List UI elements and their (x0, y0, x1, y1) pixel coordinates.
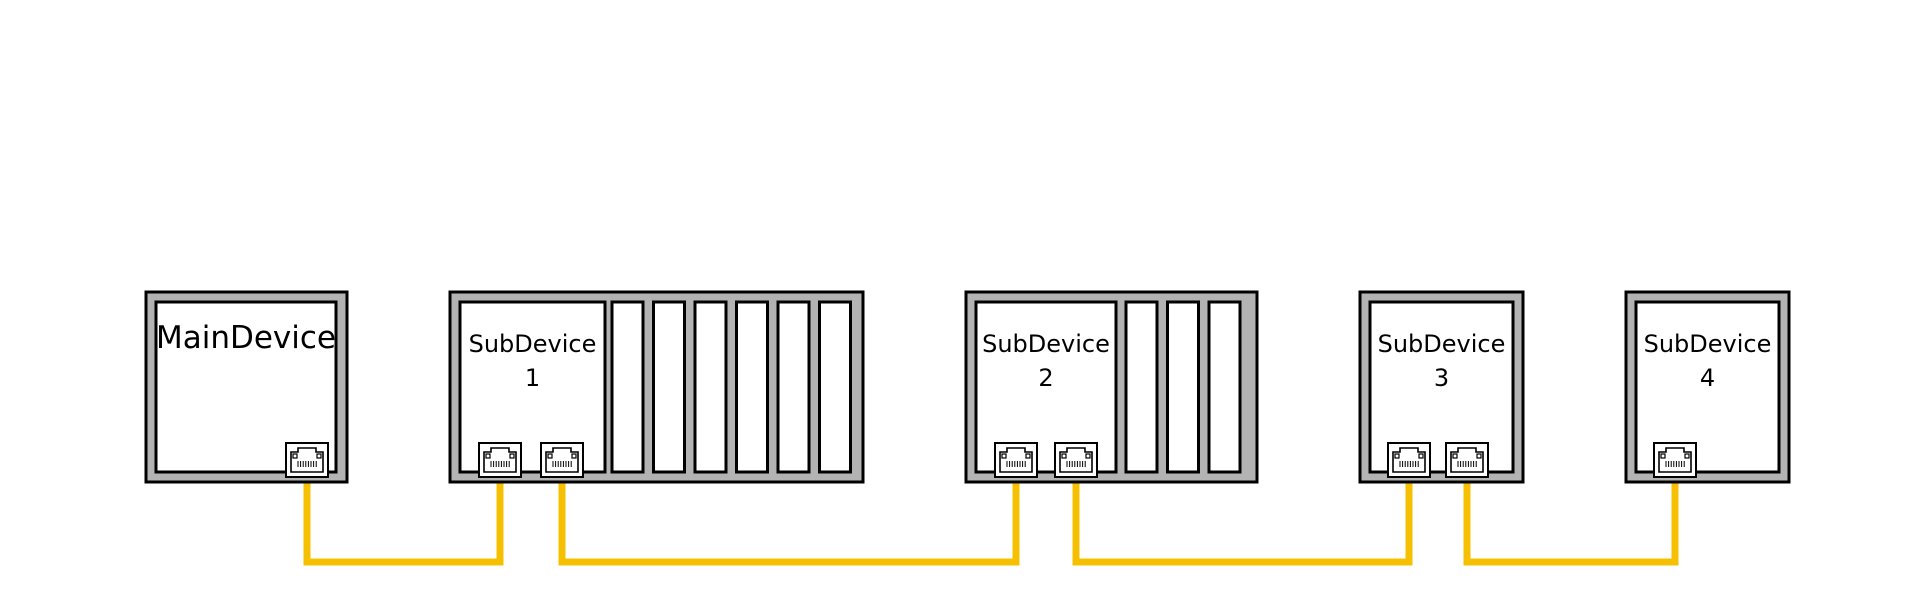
devices-layer: MainDevice SubDevice 1 SubDevice 2 SubDevice 3… (144, 290, 1791, 484)
subdevice-2-slot (1124, 300, 1159, 474)
ethernet-port-icon[interactable] (1054, 442, 1098, 478)
ethernet-port-icon[interactable] (478, 442, 522, 478)
subdevice-4-label: SubDevice (1644, 330, 1772, 358)
subdevice-2-label: SubDevice (982, 330, 1110, 358)
subdevice-1-slot (776, 300, 811, 474)
subdevice-3: SubDevice 3 (1358, 290, 1525, 484)
ethernet-port-icon[interactable] (1387, 442, 1431, 478)
subdevice-1-slot (610, 300, 645, 474)
ethernet-port-icon[interactable] (1653, 442, 1697, 478)
ethernet-cable (1463, 460, 1679, 566)
ethernet-port-icon[interactable] (994, 442, 1038, 478)
main-device: MainDevice (144, 290, 349, 484)
subdevice-1-slot (818, 300, 852, 474)
subdevice-4-label: 4 (1700, 364, 1715, 392)
ethernet-port-icon[interactable] (285, 442, 329, 478)
ethernet-port-icon[interactable] (540, 442, 584, 478)
subdevice-2: SubDevice 2 (964, 290, 1259, 484)
subdevice-1-slot (735, 300, 769, 474)
ethernet-cable (1072, 460, 1413, 566)
subdevice-2-slot (1207, 300, 1242, 474)
main-device-label: MainDevice (156, 320, 336, 356)
subdevice-2-slot (1166, 300, 1200, 474)
cables-layer (303, 460, 1679, 566)
ethernet-port-icon[interactable] (1445, 442, 1489, 478)
subdevice-4: SubDevice 4 (1624, 290, 1791, 484)
subdevice-1-label: 1 (525, 364, 540, 392)
ethernet-cable (558, 460, 1020, 566)
subdevice-3-label: SubDevice (1378, 330, 1506, 358)
subdevice-1-slot (652, 300, 686, 474)
subdevice-1-slot (693, 300, 728, 474)
ethernet-cable (303, 460, 504, 566)
subdevice-3-label: 3 (1434, 364, 1449, 392)
subdevice-1: SubDevice 1 (448, 290, 865, 484)
subdevice-1-label: SubDevice (469, 330, 597, 358)
subdevice-2-label: 2 (1038, 364, 1053, 392)
